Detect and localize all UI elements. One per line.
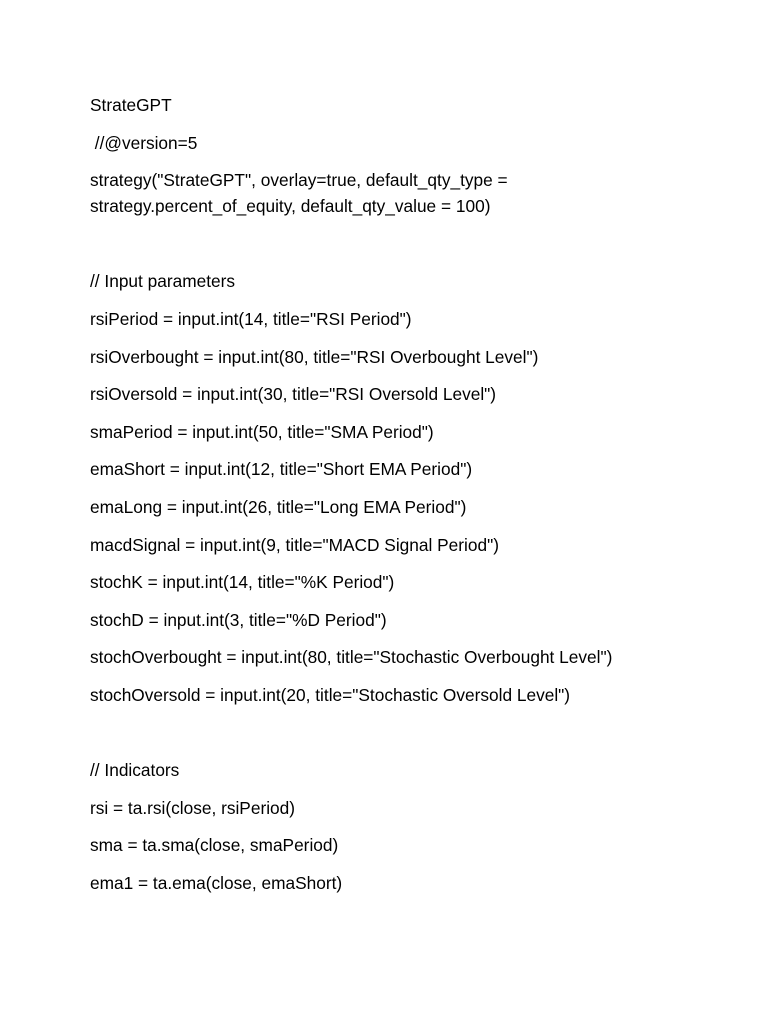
input-line: rsiPeriod = input.int(14, title="RSI Per… — [90, 308, 412, 329]
indicators-comment: // Indicators — [90, 760, 180, 781]
input-line: emaShort = input.int(12, title="Short EM… — [90, 459, 473, 480]
strategy-line-2: strategy.percent_of_equity, default_qty_… — [90, 196, 491, 217]
strategy-declaration: strategy("StrateGPT", overlay=true, defa… — [90, 167, 690, 219]
input-line: smaPeriod = input.int(50, title="SMA Per… — [90, 421, 434, 442]
inputs-comment: // Input parameters — [90, 271, 236, 292]
input-line: emaLong = input.int(26, title="Long EMA … — [90, 496, 467, 517]
indicator-line: sma = ta.sma(close, smaPeriod) — [90, 835, 339, 856]
indicator-line: ema1 = ta.ema(close, emaShort) — [90, 872, 343, 893]
indicator-line: rsi = ta.rsi(close, rsiPeriod) — [90, 797, 296, 818]
input-line: rsiOversold = input.int(30, title="RSI O… — [90, 384, 497, 405]
blank-line — [90, 720, 690, 746]
input-line: rsiOverbought = input.int(80, title="RSI… — [90, 346, 539, 367]
input-line: stochOversold = input.int(20, title="Sto… — [90, 684, 571, 705]
input-line: stochK = input.int(14, title="%K Period"… — [90, 572, 395, 593]
blank-line — [90, 231, 690, 257]
document-title: StrateGPT — [90, 95, 172, 115]
document-body: StrateGPT //@version=5 strategy("StrateG… — [90, 92, 690, 907]
strategy-line-1: strategy("StrateGPT", overlay=true, defa… — [90, 170, 508, 191]
input-line: stochD = input.int(3, title="%D Period") — [90, 609, 387, 630]
input-line: macdSignal = input.int(9, title="MACD Si… — [90, 534, 499, 555]
input-line: stochOverbought = input.int(80, title="S… — [90, 647, 613, 668]
version-line: //@version=5 — [90, 132, 198, 153]
